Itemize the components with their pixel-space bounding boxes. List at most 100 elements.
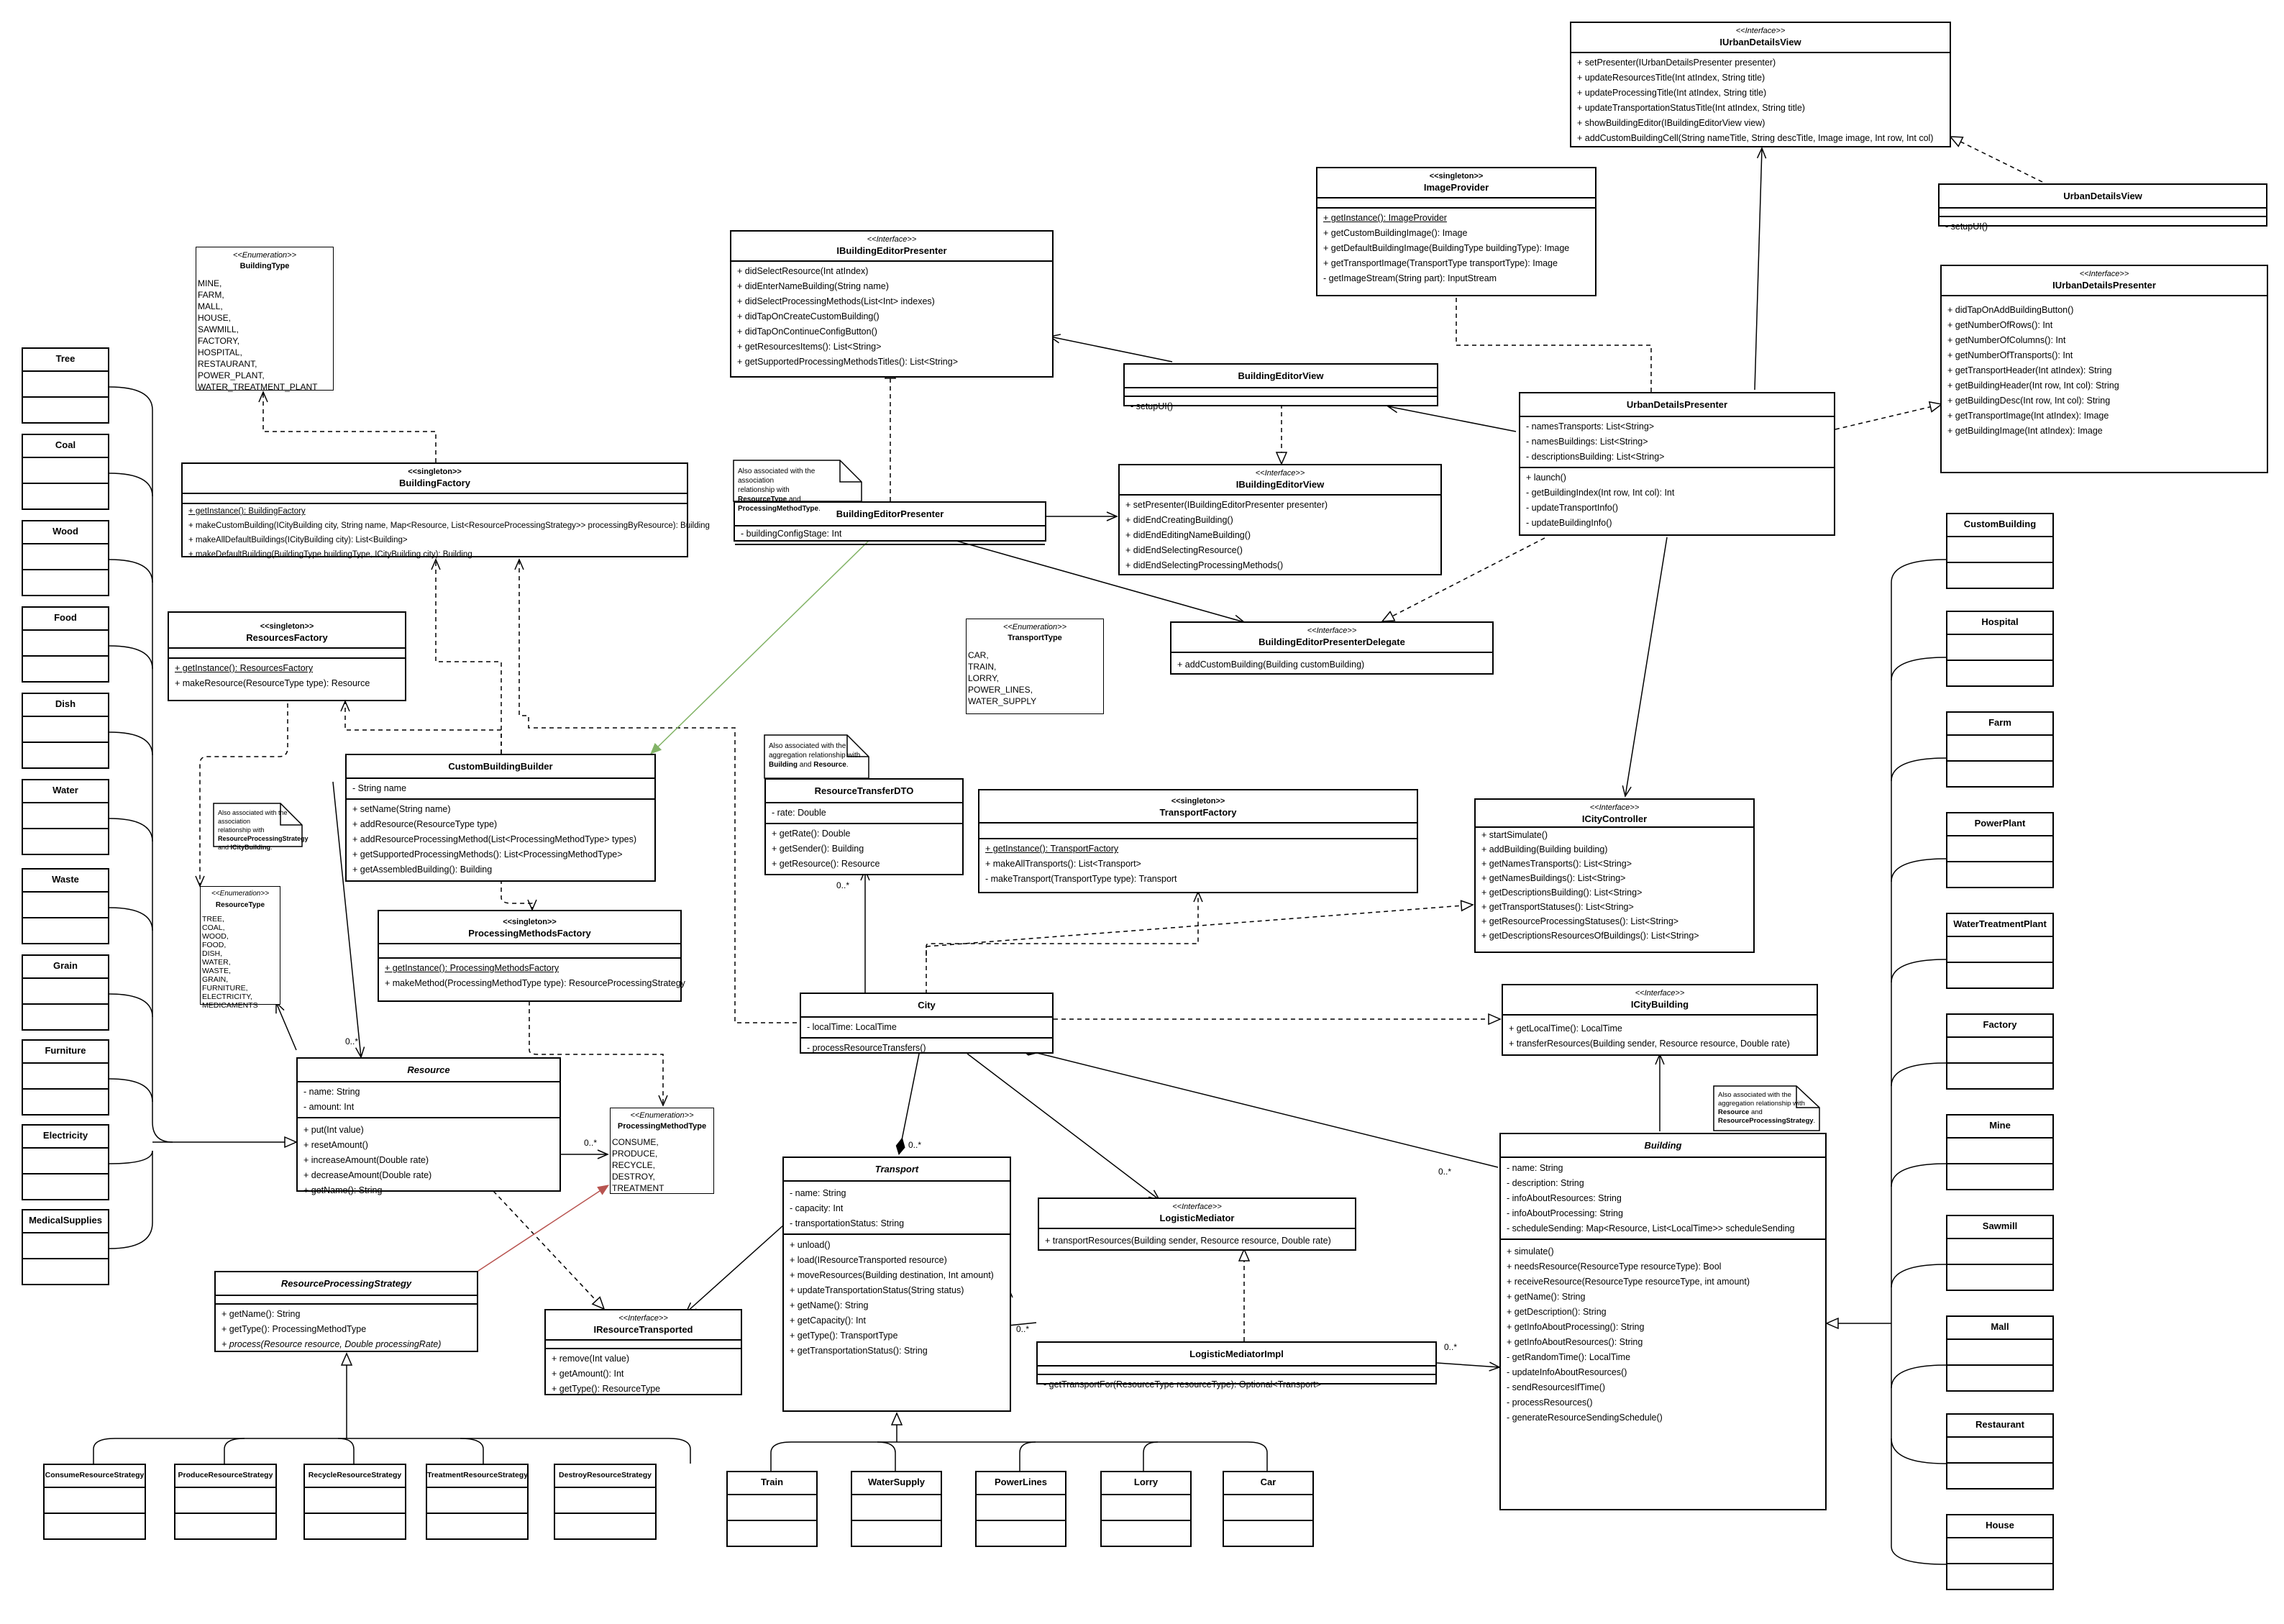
class-urban-details-presenter: UrbanDetailsPresenter - namesTransports:… <box>1519 392 1835 536</box>
class-method: + needsResource(ResourceType resourceTyp… <box>1507 1262 1722 1272</box>
subclass-name: Electricity <box>23 1126 108 1149</box>
class-method: - getBuildingIndex(Int row, Int col): In… <box>1526 488 1675 498</box>
class-method: + getResourcesItems(): List<String> <box>737 342 882 352</box>
class-building-editor-view: BuildingEditorView - setupUI() <box>1123 363 1438 411</box>
mult-dto: 0..* <box>836 880 849 890</box>
empty-section <box>23 1149 108 1174</box>
note-text: and <box>787 496 801 503</box>
empty-section <box>23 372 108 398</box>
methods-section: + setPresenter(IBuildingEditorPresenter … <box>1120 496 1440 575</box>
class-method: + didEndEditingNameBuilding() <box>1125 530 1251 540</box>
attributes-section: - namesTransports: List<String>- namesBu… <box>1520 417 1834 468</box>
class-method: + increaseAmount(Double rate) <box>303 1155 429 1165</box>
note-text: ICityBuilding <box>230 844 271 851</box>
class-iresource-transported: <<Interface>>IResourceTransported + remo… <box>544 1309 742 1395</box>
methods-section: - setupUI() <box>1125 397 1437 416</box>
empty-section <box>427 1514 527 1538</box>
enum-value: GRAIN, <box>202 975 229 984</box>
enum-value: MEDICAMENTS <box>202 1001 258 1010</box>
class-method: + getName(): String <box>790 1300 869 1310</box>
subclass-name: Car <box>1224 1472 1312 1495</box>
enum-value: WASTE, <box>202 967 231 975</box>
class-attribute: - amount: Int <box>303 1102 355 1112</box>
empty-section <box>23 717 108 743</box>
class-method: - generateResourceSendingSchedule() <box>1507 1413 1663 1423</box>
methods-section: - getTransportFor(ResourceType resourceT… <box>1038 1375 1435 1395</box>
subclass-name: WaterTreatmentPlant <box>1947 914 2052 937</box>
class-method: - sendResourcesIfTime() <box>1507 1382 1606 1392</box>
subclass-medicalsupplies: MedicalSupplies <box>22 1209 109 1285</box>
empty-section <box>23 1233 108 1259</box>
note-text: . <box>818 505 821 513</box>
subclass-name: Train <box>728 1472 816 1495</box>
subclass-lorry: Lorry <box>1100 1471 1192 1547</box>
class-method: + addResource(ResourceType type) <box>352 819 498 829</box>
class-resources-factory: <<singleton>>ResourcesFactory + getInsta… <box>168 611 406 701</box>
values-section: TREE,COAL,WOOD,FOOD,DISH,WATER,WASTE,GRA… <box>201 913 280 1011</box>
class-method: + getBuildingImage(Int atIndex): Image <box>1947 426 2103 436</box>
class-icity-controller: <<Interface>>ICityController + startSimu… <box>1474 798 1755 953</box>
empty-section <box>23 829 108 854</box>
attributes-section: - buildingConfigStage: Int <box>735 526 1045 545</box>
empty-section <box>175 1514 275 1538</box>
class-attribute: - name: String <box>1507 1163 1563 1173</box>
subclass-name: CustomBuilding <box>1947 514 2052 537</box>
empty-section <box>305 1488 405 1514</box>
class-attribute: - rate: Double <box>772 808 826 818</box>
class-method: + getDescriptionsBuilding(): List<String… <box>1481 888 1643 898</box>
enum-value: FARM, <box>198 290 224 300</box>
class-method: + getBuildingHeader(Int row, Int col): S… <box>1947 380 2119 391</box>
empty-section <box>1102 1521 1190 1546</box>
enum-value: RECYCLE, <box>612 1160 656 1170</box>
methods-section: + simulate()+ needsResource(ResourceType… <box>1501 1240 1825 1428</box>
empty-section <box>1947 563 2052 588</box>
subclass-waste: Waste <box>22 868 109 944</box>
empty-section <box>1947 1366 2052 1390</box>
empty-section <box>23 1174 108 1199</box>
class-attribute: - name: String <box>790 1188 846 1198</box>
class-ibuilding-editor-presenter: <<Interface>>IBuildingEditorPresenter + … <box>730 230 1054 378</box>
subclass-name: Sawmill <box>1947 1216 2052 1239</box>
subclass-name: Grain <box>23 956 108 979</box>
dependency-edges <box>195 256 1652 1107</box>
association-edges <box>275 147 1767 1372</box>
note-text: ProcessingMethodType <box>738 505 819 513</box>
class-method: + updateResourcesTitle(Int atIndex, Stri… <box>1577 73 1765 83</box>
class-method: + getAssembledBuilding(): Building <box>352 865 493 875</box>
class-method: + didTapOnAddBuildingButton() <box>1947 305 2074 315</box>
methods-section: + didTapOnAddBuildingButton() + getNumber… <box>1942 296 2267 441</box>
empty-section <box>1947 1164 2052 1189</box>
subclass-treatmentresourcestrategy: TreatmentResourceStrategy <box>426 1464 529 1540</box>
enum-value: HOSPITAL, <box>198 347 242 357</box>
enum-value: RESTAURANT, <box>198 359 257 369</box>
subclass-name: Mall <box>1947 1317 2052 1340</box>
values-section: MINE,FARM,MALL,HOUSE,SAWMILL,FACTORY,HOS… <box>196 276 333 394</box>
empty-section <box>1947 1340 2052 1366</box>
class-method: + getName(): String <box>221 1309 301 1319</box>
mult-transport: 0..* <box>908 1140 921 1150</box>
note-text: and <box>218 844 231 851</box>
class-method: + getNumberOfColumns(): Int <box>1947 335 2066 345</box>
subclass-recycleresourcestrategy: RecycleResourceStrategy <box>303 1464 406 1540</box>
mult-li-building: 0..* <box>1444 1342 1457 1352</box>
class-attribute: - infoAboutResources: String <box>1507 1193 1622 1203</box>
enum-value: PRODUCE, <box>612 1149 658 1159</box>
class-method: + makeAllDefaultBuildings(ICityBuilding … <box>188 536 408 544</box>
note-text: and <box>1749 1108 1763 1116</box>
note-text: Also associated with the <box>1718 1091 1791 1099</box>
class-method: + getType(): ResourceType <box>552 1384 661 1394</box>
class-method: + getInstance(): ResourcesFactory <box>175 663 314 673</box>
enum-building-type: <<Enumeration>>BuildingType MINE,FARM,MA… <box>196 247 334 394</box>
subclass-coal: Coal <box>22 434 109 510</box>
class-image-provider: <<singleton>>ImageProvider + getInstance… <box>1316 167 1596 296</box>
subclass-name: PowerPlant <box>1947 813 2052 836</box>
empty-section <box>1947 862 2052 887</box>
class-method: + didSelectProcessingMethods(List<Int> i… <box>737 296 935 306</box>
class-method: + getSupportedProcessingMethods(): List<… <box>352 849 623 859</box>
class-method: + unload() <box>790 1240 831 1250</box>
class-method: + getName(): String <box>303 1185 383 1195</box>
class-attribute: - namesBuildings: List<String> <box>1526 437 1648 447</box>
values-section: CAR,TRAIN,LORRY,POWER_LINES,WATER_SUPPLY <box>967 648 1103 708</box>
class-logistic-mediator-impl: LogisticMediatorImpl - getTransportFor(R… <box>1036 1341 1437 1390</box>
